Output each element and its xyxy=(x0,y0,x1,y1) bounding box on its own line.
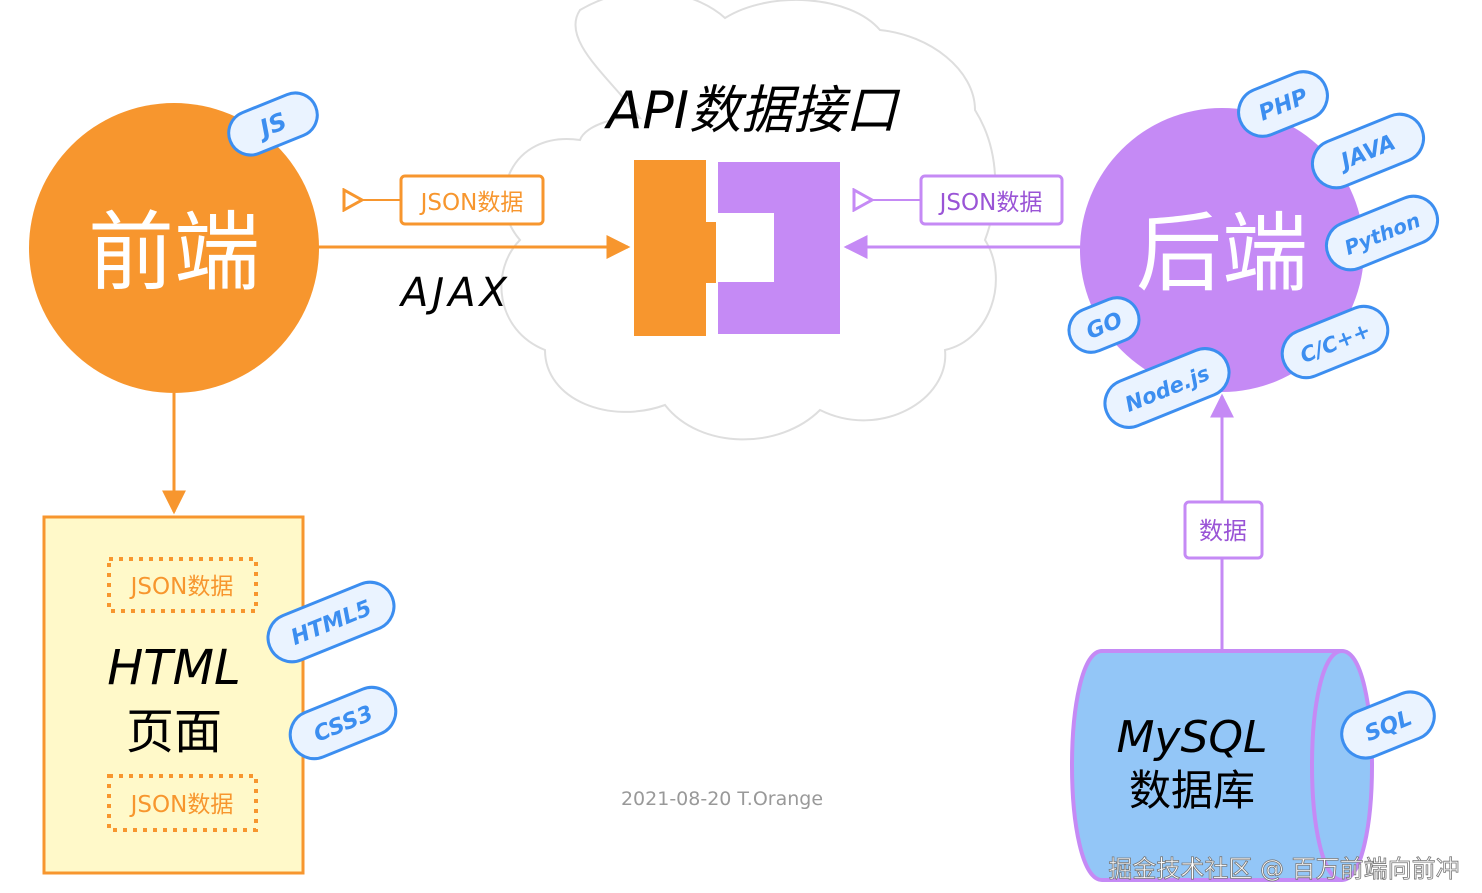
ajax-label: AJAX xyxy=(398,270,511,316)
cloud-shape xyxy=(500,0,997,441)
html-page-box xyxy=(42,515,305,875)
database-title-line1: MySQL xyxy=(1116,712,1267,763)
html-page-title-line1: HTML xyxy=(107,640,241,696)
frontend-circle xyxy=(29,103,319,393)
database-title-line2: 数据库 xyxy=(1129,766,1255,815)
json-tag-backend xyxy=(919,174,1064,226)
credit-text: 2021-08-20 T.Orange xyxy=(621,788,823,810)
css3-tag: CSS3 xyxy=(288,685,398,761)
data-label: 数据 xyxy=(1199,517,1247,545)
api-plug-backend xyxy=(718,162,840,334)
frontend-label: 前端 xyxy=(88,203,260,303)
watermark-text: 掘金技术社区 @ 百万前端向前冲 xyxy=(1108,855,1459,883)
json-tag-backend-label: JSON数据 xyxy=(938,190,1043,216)
backend-label: 后端 xyxy=(1136,204,1308,304)
html-json-top-box xyxy=(107,557,258,613)
json-tag-frontend-label: JSON数据 xyxy=(419,190,524,216)
nodejs-tag: Node.js xyxy=(1103,347,1231,429)
html-json-top-label: JSON数据 xyxy=(129,574,234,600)
database-cylinder-end xyxy=(1310,649,1343,882)
api-title: API数据接口 xyxy=(604,81,901,141)
java-tag: JAVA xyxy=(1310,112,1426,190)
data-label-box xyxy=(1183,500,1264,560)
api-plug-frontend xyxy=(634,160,716,336)
json-tag-frontend xyxy=(399,174,545,226)
html-page-title-line2: 页面 xyxy=(126,704,222,760)
html-json-bottom-box xyxy=(107,774,258,832)
php-tag: PHP xyxy=(1237,70,1329,138)
go-tag: GO xyxy=(1067,296,1141,354)
js-tag: JS xyxy=(227,91,319,157)
backend-circle xyxy=(1080,108,1364,392)
html-json-bottom-label: JSON数据 xyxy=(129,792,234,818)
